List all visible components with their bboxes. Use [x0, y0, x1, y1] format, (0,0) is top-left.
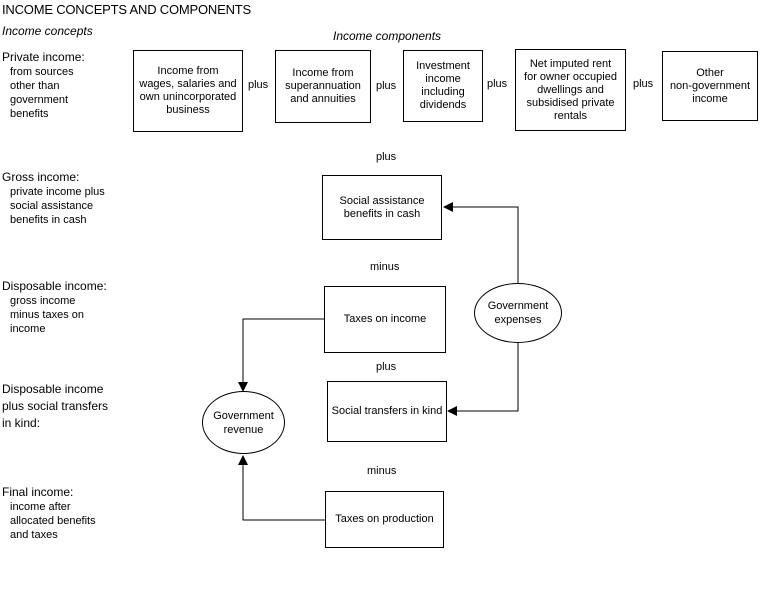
operator-minus: minus [370, 261, 400, 273]
component-superannuation-box: Income from superannuation and annuities [275, 50, 371, 123]
concept-description: gross income minus taxes on income [10, 295, 84, 335]
expenses-to-social-assistance-arrow [443, 202, 519, 283]
government-revenue-node: Government revenue [202, 391, 285, 454]
page-title: INCOME CONCEPTS AND COMPONENTS [2, 2, 251, 17]
operator-plus: plus [248, 79, 269, 91]
operator-plus: plus [487, 78, 508, 90]
concept-final-income: Final income: income after allocated ben… [2, 485, 127, 542]
taxes-on-income-box: Taxes on income [324, 286, 446, 353]
concept-disposable-plus-transfers: Disposable income plus social transfers … [2, 381, 142, 432]
concept-title: Private income: [2, 50, 85, 64]
concept-description: private income plus social assistance be… [10, 186, 105, 226]
operator-plus: plus [376, 151, 397, 163]
taxes-income-to-revenue-arrow [238, 318, 325, 392]
component-imputed-rent-box: Net imputed rent for owner occupied dwel… [515, 49, 626, 131]
social-transfers-box: Social transfers in kind [327, 381, 447, 442]
component-wages-box: Income from wages, salaries and own unin… [133, 50, 243, 132]
concepts-header: Income concepts [2, 24, 93, 38]
concept-title: Final income: [2, 485, 74, 499]
taxes-on-production-box: Taxes on production [325, 491, 444, 548]
concept-private-income: Private income: from sources other than … [2, 50, 127, 121]
operator-plus: plus [376, 361, 397, 373]
government-expenses-node: Government expenses [474, 283, 562, 343]
expenses-to-social-transfers-arrow [447, 341, 519, 416]
concept-title: Disposable income plus social transfers … [2, 382, 109, 430]
operator-plus: plus [376, 80, 397, 92]
concept-gross-income: Gross income: private income plus social… [2, 170, 127, 227]
concept-title: Disposable income: [2, 279, 107, 293]
operator-minus: minus [367, 465, 397, 477]
operator-plus: plus [633, 78, 654, 90]
social-assistance-box: Social assistance benefits in cash [322, 175, 442, 240]
concept-title: Gross income: [2, 170, 80, 184]
components-header: Income components [333, 29, 442, 43]
component-other-income-box: Other non-government income [662, 51, 758, 121]
concept-description: income after allocated benefits and taxe… [10, 501, 96, 541]
taxes-production-to-revenue-arrow [238, 455, 325, 521]
concept-disposable-income: Disposable income: gross income minus ta… [2, 279, 127, 336]
component-investment-box: Investment income including dividends [403, 50, 483, 122]
concept-description: from sources other than government benef… [10, 66, 74, 120]
